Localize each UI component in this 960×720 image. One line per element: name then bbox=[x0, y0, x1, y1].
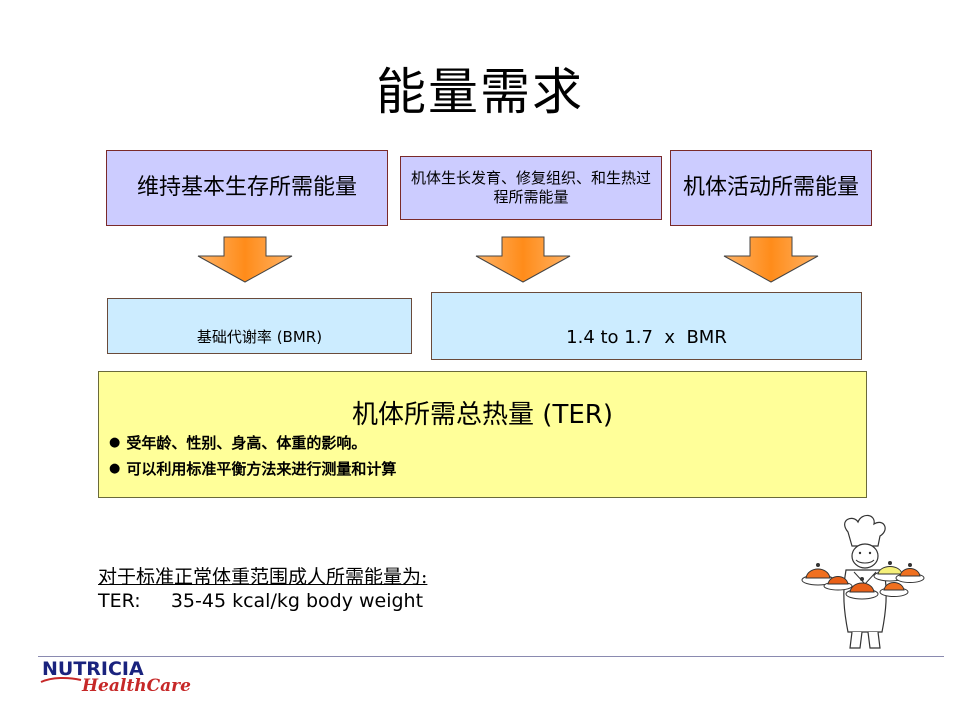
bmr-box: 基础代谢率 (BMR) bbox=[107, 298, 412, 354]
activity-energy-label: 机体活动所需能量 bbox=[682, 174, 859, 200]
ter-title: 机体所需总热量 (TER) bbox=[352, 400, 613, 430]
bmr-label: 基础代谢率 (BMR) bbox=[196, 327, 323, 346]
growth-energy-label: 机体生长发育、修复组织、和生热过程所需能量 bbox=[410, 168, 651, 207]
logo-nutricia: NUTRICIA bbox=[42, 658, 144, 680]
ter-box: 机体所需总热量 (TER) ● 受年龄、性别、身高、体重的影响。 ● 可以利用标… bbox=[98, 371, 867, 498]
bmr-multiplier-label: 1.4 to 1.7 x BMR bbox=[566, 326, 727, 348]
list-item: ● 受年龄、性别、身高、体重的影响。 bbox=[109, 432, 366, 453]
bullet-text: 受年龄、性别、身高、体重的影响。 bbox=[126, 434, 367, 452]
bullet-text: 可以利用标准平衡方法来进行测量和计算 bbox=[126, 460, 397, 478]
down-arrow-icon bbox=[723, 236, 819, 283]
down-arrow-icon bbox=[475, 236, 571, 283]
activity-energy-box: 机体活动所需能量 bbox=[670, 150, 872, 226]
adult-energy-range-label: 对于标准正常体重范围成人所需能量为: bbox=[98, 566, 428, 588]
page-title: 能量需求 bbox=[376, 63, 584, 121]
growth-energy-box: 机体生长发育、修复组织、和生热过程所需能量 bbox=[400, 156, 662, 220]
bullet-icon: ● bbox=[109, 461, 121, 476]
logo-swoosh-icon bbox=[40, 676, 82, 683]
down-arrow-icon bbox=[197, 236, 293, 283]
bullet-icon: ● bbox=[109, 435, 121, 450]
footer-divider bbox=[38, 656, 944, 657]
list-item: ● 可以利用标准平衡方法来进行测量和计算 bbox=[109, 458, 396, 479]
ter-value-line: TER: 35-45 kcal/kg body weight bbox=[98, 590, 424, 612]
maintenance-energy-box: 维持基本生存所需能量 bbox=[106, 150, 388, 226]
logo-healthcare: HealthCare bbox=[82, 676, 191, 696]
bmr-multiplier-box: 1.4 to 1.7 x BMR bbox=[431, 292, 862, 360]
maintenance-energy-label: 维持基本生存所需能量 bbox=[136, 174, 357, 200]
chef-with-dishes-illustration bbox=[801, 514, 925, 649]
